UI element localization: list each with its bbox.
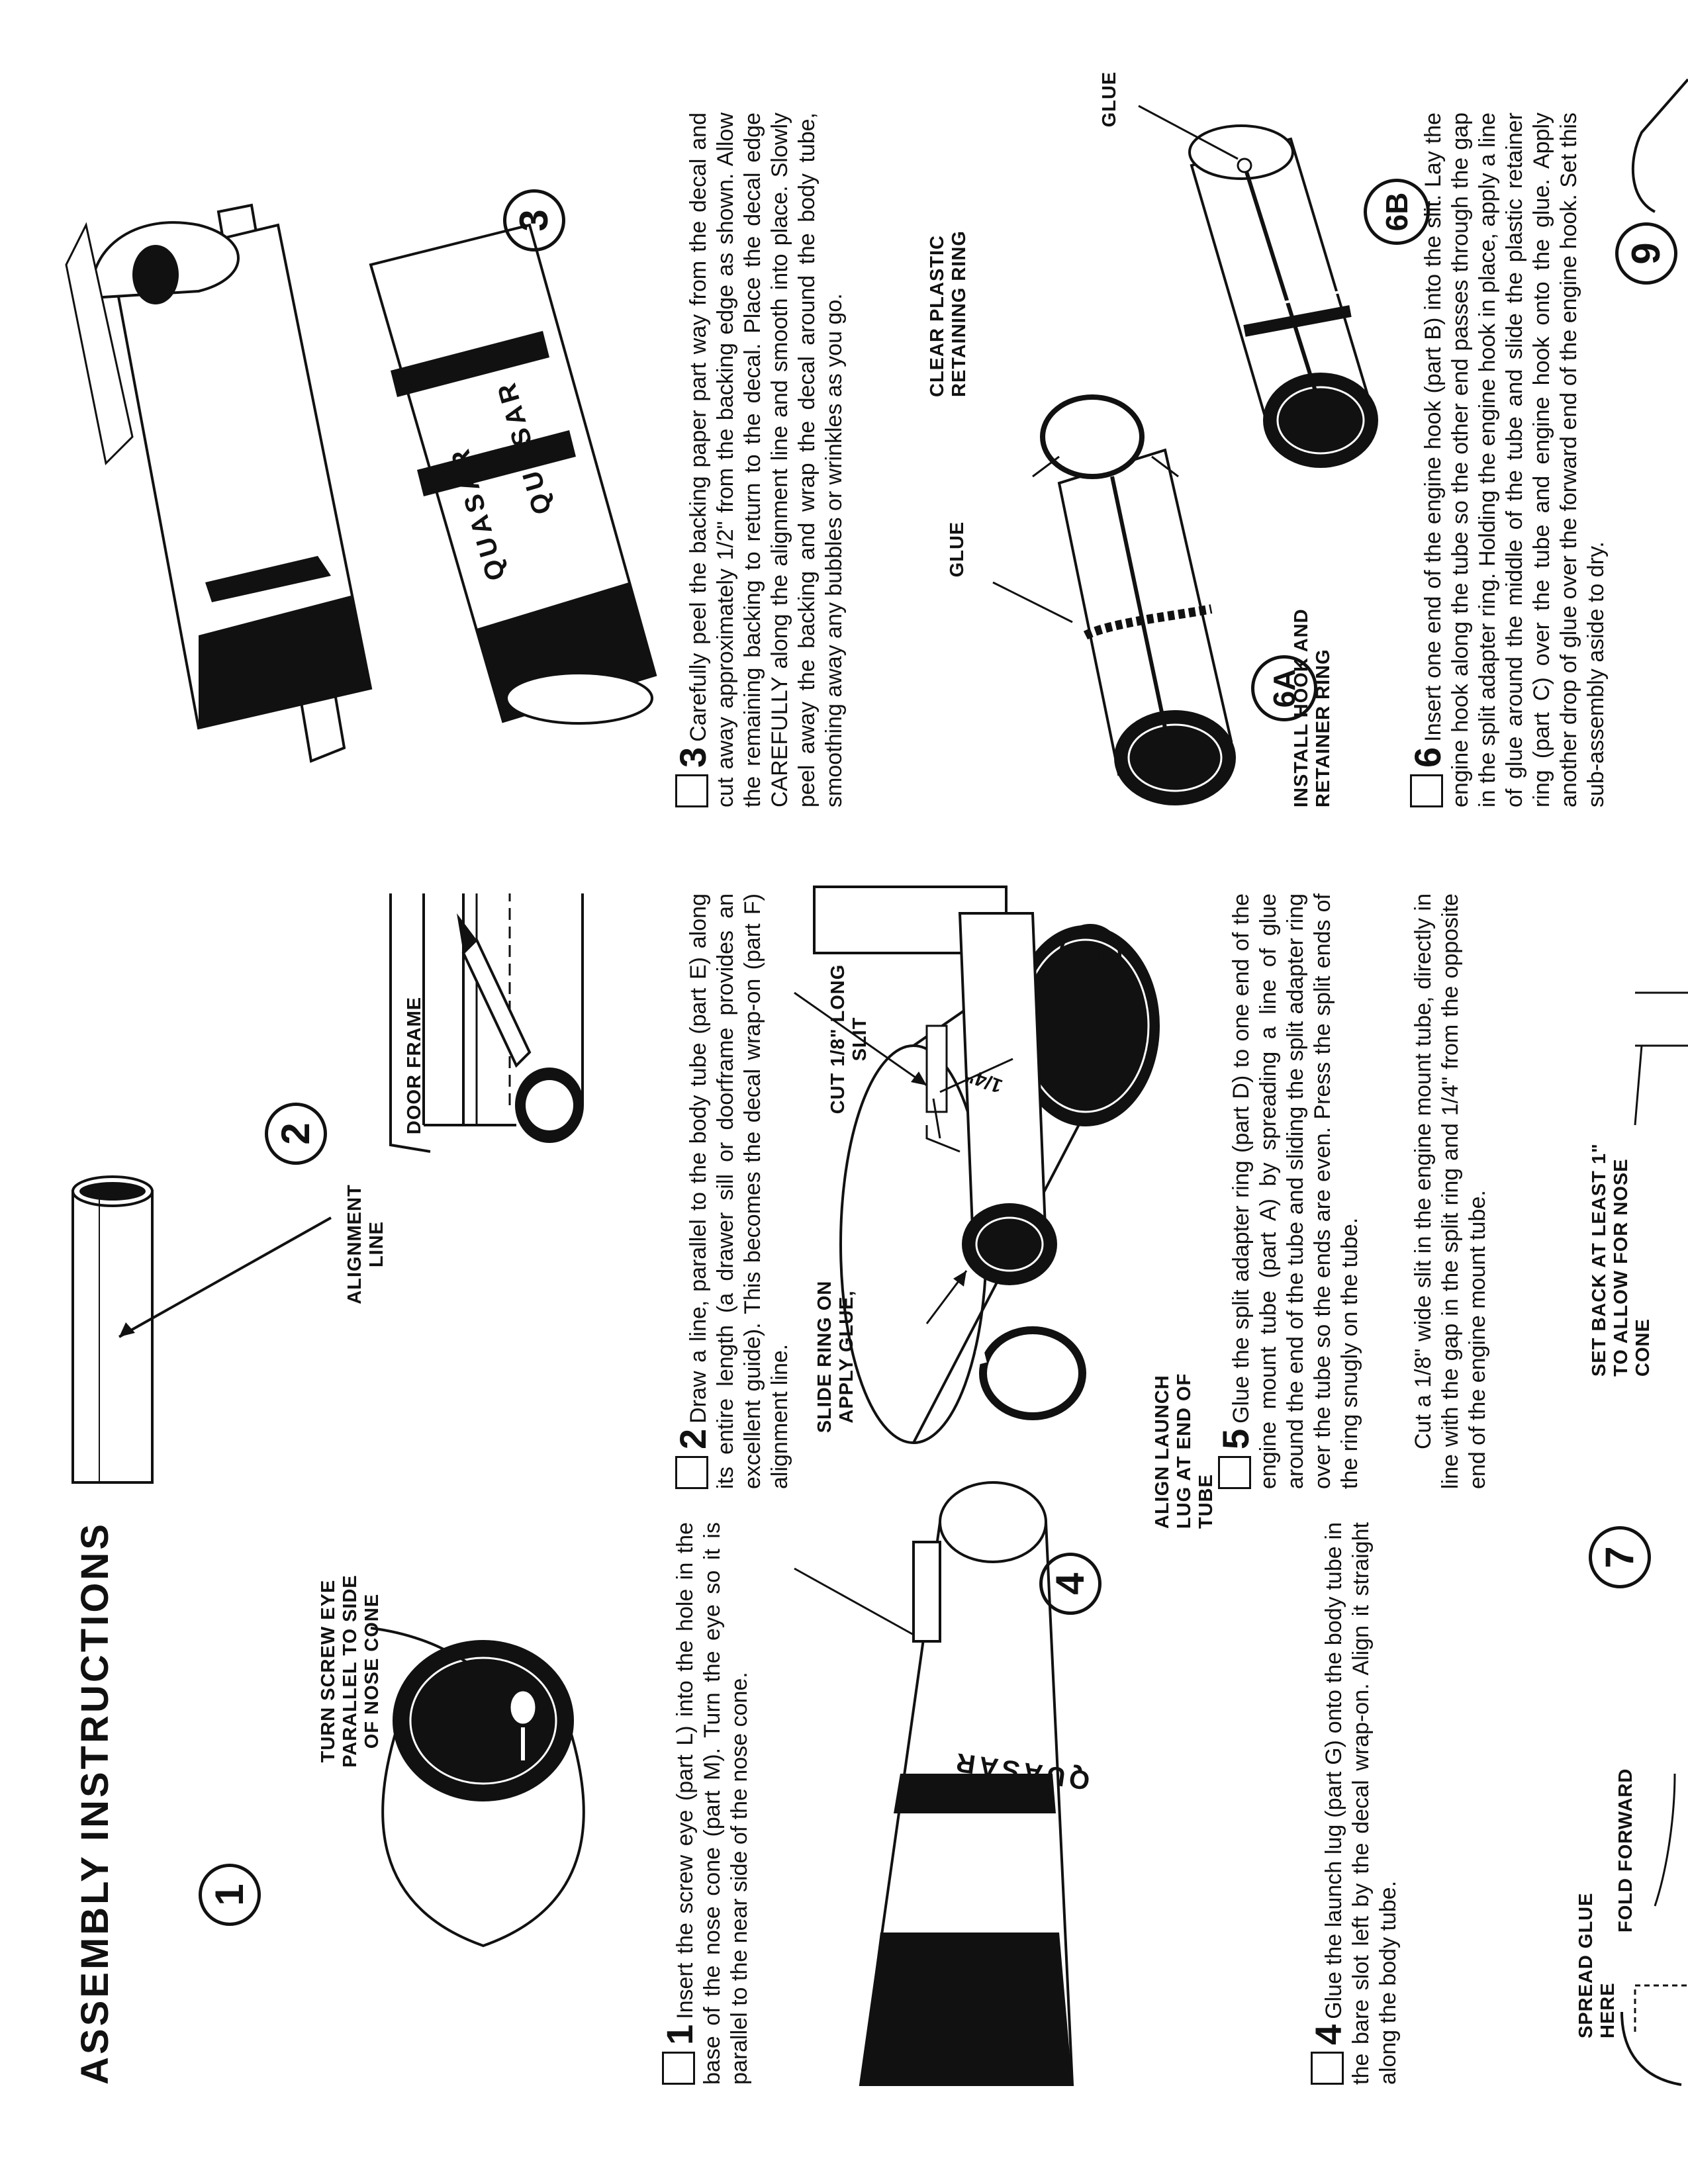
step-9-number: 9 — [1615, 222, 1677, 285]
